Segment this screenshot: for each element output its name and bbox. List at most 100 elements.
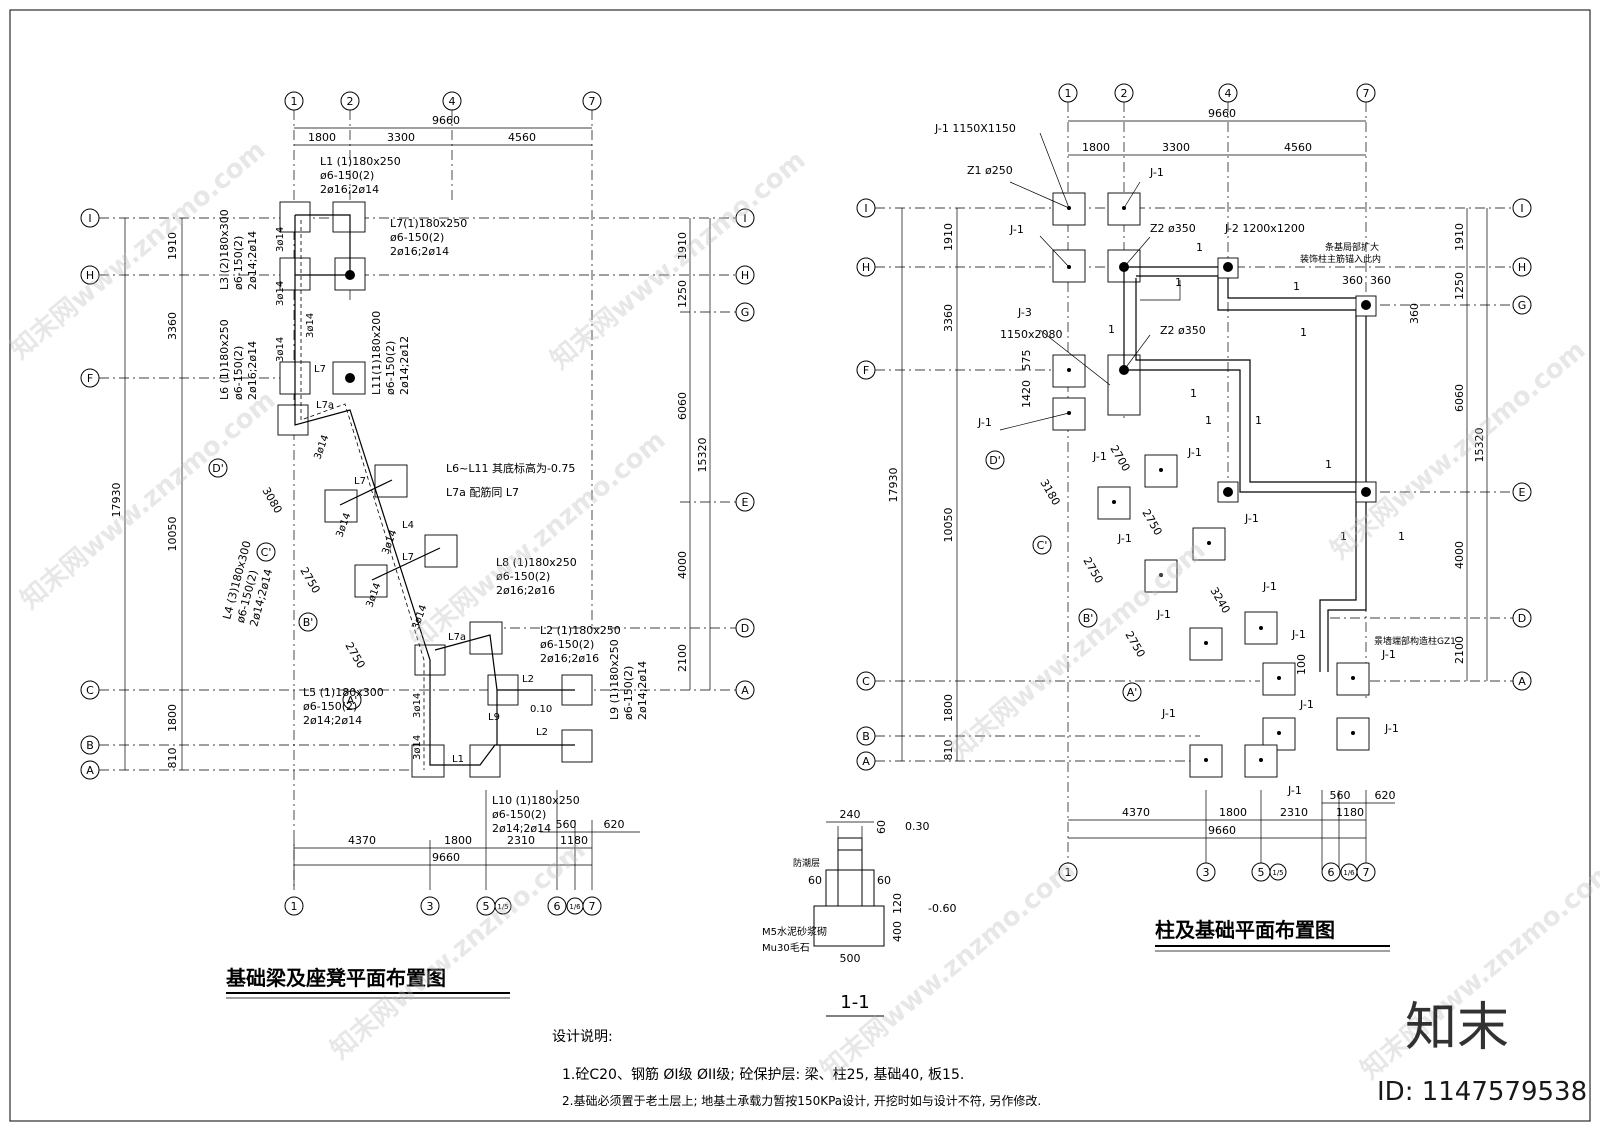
rebar-tag: 3ø14 [380, 529, 399, 556]
axis-bubble: 2 [347, 95, 354, 108]
dim-text: 10050 [942, 508, 955, 543]
dim-text: 1910 [1453, 223, 1466, 251]
dim-text: 560 [1330, 789, 1351, 802]
beam-label: ø6-150(2) [232, 236, 245, 290]
svg-text:L10 (1)180x250: L10 (1)180x250 [492, 794, 580, 807]
beam-label: L11(1)180x200 [370, 311, 383, 395]
axis-bubble: 5 [483, 900, 490, 913]
rebar-tag: 3ø14 [275, 227, 286, 252]
axis-bubble: B' [303, 616, 314, 629]
axis-bubble: E [742, 496, 749, 509]
axis-bubble: C [86, 684, 94, 697]
section-mark: 1 [1108, 323, 1115, 336]
axis-bubble: A' [1127, 686, 1138, 699]
axis-bubble: H [741, 269, 749, 282]
axis-bubble: H [862, 261, 870, 274]
axis-bubble: B [86, 739, 94, 752]
svg-text:ø6-150(2): ø6-150(2) [622, 666, 635, 720]
footing-label: J-1 [1092, 450, 1107, 463]
axis-bubble: 1/6 [569, 903, 581, 911]
beam-label: 2ø14;2ø14 [636, 661, 649, 720]
dim-text: 575 [1020, 350, 1033, 371]
beam-label: 2ø14;2ø12 [398, 336, 411, 395]
dim-text: 620 [1375, 789, 1396, 802]
beam-label: L5 (1)180x300 [303, 686, 384, 699]
right-top-axes: 1 2 4 7 [1058, 83, 1376, 103]
section-mark: 1 [1196, 241, 1203, 254]
svg-text:L8 (1)180x250: L8 (1)180x250 [496, 556, 577, 569]
axis-bubble: 7 [1363, 87, 1370, 100]
axis-bubble: 1/5 [497, 903, 508, 911]
dim-text: 17930 [110, 483, 123, 518]
beam-label: 2ø16;2ø16 [540, 652, 599, 665]
column-label: Z2 ø350 [1160, 324, 1206, 337]
beam-tag: L7a [448, 632, 466, 643]
beam-label: 2ø16;2ø16 [496, 584, 555, 597]
section-dim: 120 [891, 893, 904, 914]
axis-bubble: 4 [1225, 87, 1232, 100]
axis-bubble: I [864, 202, 867, 215]
section-mark: 1 [1175, 276, 1182, 289]
beam-label: L3 (2)180x300 [218, 209, 231, 290]
section-mark: 1 [1325, 458, 1332, 471]
dim-text: 3360 [166, 312, 179, 340]
dim-text: 3080 [259, 485, 284, 516]
plan-note: L7a 配筋同 L7 [446, 485, 519, 499]
axis-bubble: A [1518, 675, 1526, 688]
note-label: 条基局部扩大 [1325, 241, 1379, 253]
svg-text:2ø14;2ø12: 2ø14;2ø12 [398, 336, 411, 395]
beam-tag: L1 [452, 754, 464, 765]
svg-text:ø6-150(2): ø6-150(2) [540, 638, 594, 651]
beam-label: 2ø14;2ø14 [246, 231, 259, 290]
beam-tag: L2 [522, 674, 534, 685]
dim-text: 360 [1342, 274, 1363, 287]
axis-bubble: B [862, 730, 870, 743]
design-notes: 设计说明: 1.砼C20、钢筋 ØI级 ØII级; 砼保护层: 梁、柱25, 基… [552, 1029, 1041, 1108]
beam-label: L6 (1)180x250 [218, 319, 231, 400]
axis-bubble: I [88, 212, 91, 225]
beam-tag: L7 [402, 552, 414, 563]
column-label: Z2 ø350 [1150, 222, 1196, 235]
axis-bubble: F [87, 372, 93, 385]
watermark-text: 知末网www.znzmo.com [945, 535, 1211, 765]
beam-label: 2ø16;2ø14 [246, 341, 259, 400]
svg-text:L2 (1)180x250: L2 (1)180x250 [540, 624, 621, 637]
dim-text: 2700 [1107, 443, 1132, 474]
watermark-text: 知末网www.znzmo.com [815, 855, 1081, 1085]
axis-bubble: D [741, 622, 749, 635]
axis-bubble: D' [989, 454, 1001, 467]
axis-bubble: C [862, 675, 870, 688]
dim-text: 3180 [1037, 477, 1062, 508]
watermark-text: 知末网www.znzmo.com [1325, 335, 1591, 565]
dim-text: 2750 [342, 640, 367, 671]
beam-label: L8 (1)180x250 [496, 556, 577, 569]
dim-text: 1910 [942, 223, 955, 251]
beam-label: L1 (1)180x250 [320, 155, 401, 168]
dim-text: 1180 [560, 834, 588, 847]
dim-text: 9660 [1208, 824, 1236, 837]
right-footings [1052, 192, 1370, 778]
section-mark: 1 [1255, 414, 1262, 427]
rebar-tag: 3ø14 [275, 337, 286, 362]
plan-title: 基础梁及座凳平面布置图 [226, 966, 446, 990]
dim-text: 1800 [308, 131, 336, 144]
dim-text: 2310 [1280, 806, 1308, 819]
dim-text: 6060 [676, 392, 689, 420]
svg-text:L5 (1)180x300: L5 (1)180x300 [303, 686, 384, 699]
axis-bubble: 7 [589, 900, 596, 913]
footing-label: J-1 [1244, 512, 1259, 525]
svg-text:2ø16;2ø14: 2ø16;2ø14 [390, 245, 449, 258]
axis-bubble: 2 [1121, 87, 1128, 100]
dim-text: 360 [1408, 303, 1421, 324]
footing-label: J-1 1150X1150 [934, 122, 1016, 135]
axis-bubble: 7 [589, 95, 596, 108]
axis-bubble: I [1520, 202, 1523, 215]
plan-title: 柱及基础平面布置图 [1155, 918, 1335, 942]
beam-tag: L7 [314, 364, 326, 375]
rebar-tag: 3ø14 [275, 281, 286, 306]
dim-text: 1180 [1336, 806, 1364, 819]
right-labels: J-1 1150X1150 Z1 ø250 J-1 J-1 Z2 ø350 J-… [934, 122, 1456, 797]
note-label: 装饰柱主筋锚入此内 [1300, 253, 1381, 265]
svg-text:2ø16;2ø14: 2ø16;2ø14 [320, 183, 379, 196]
